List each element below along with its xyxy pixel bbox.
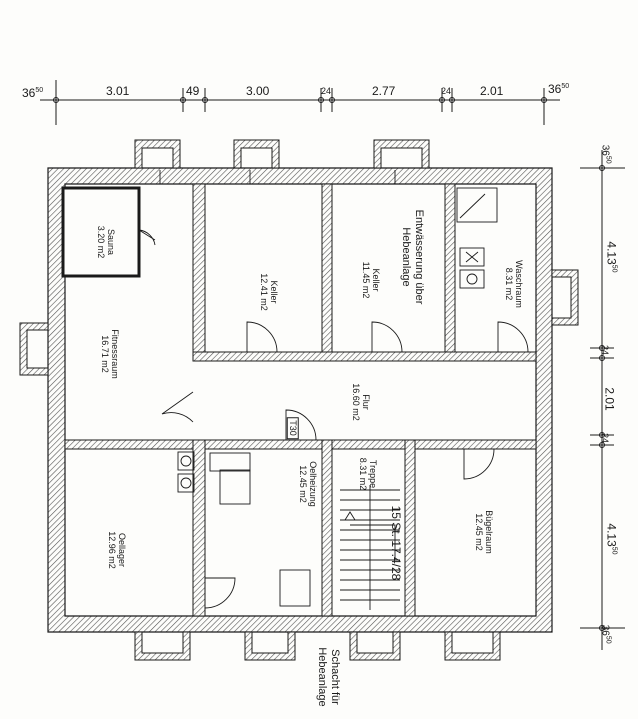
room-name: Keller	[371, 268, 381, 292]
room-label-treppe: Treppe 8.31 m2	[358, 452, 378, 496]
right-dimension-label: 24	[600, 344, 611, 356]
room-name: Keller	[269, 280, 279, 304]
top-dimension-label: 49	[186, 84, 200, 98]
window-wells	[19, 139, 579, 661]
right-dimension-label: 24	[600, 432, 611, 444]
room-name: Fitnessraum	[110, 329, 120, 379]
room-area: 12.41 m2	[259, 273, 269, 311]
door-swings	[138, 170, 529, 609]
boiler-fixtures	[177, 451, 311, 607]
top-dimension-line	[40, 80, 560, 125]
laundry-fixtures	[456, 187, 498, 289]
top-dimension-label: 3650	[22, 86, 44, 100]
room-name: Flur	[361, 394, 371, 410]
room-label-oelheizung: Oelheizung 12.45 m2	[298, 454, 318, 514]
right-dimension-label: 3650	[599, 144, 612, 164]
room-name: Treppe	[368, 459, 378, 489]
right-dimension-label: 2.01	[602, 387, 617, 411]
room-label-sauna: Sauna 3.20 m2	[96, 222, 116, 262]
room-label-buegelraum: Bügelraum 12.45 m2	[474, 504, 494, 560]
room-area: 8.31 m2	[504, 267, 514, 301]
room-name: Sauna	[106, 228, 116, 256]
room-area: 8.31 m2	[358, 457, 368, 491]
room-area: 12.45 m2	[298, 465, 308, 503]
top-dimension-label: 2.77	[372, 84, 396, 98]
right-dimension-label: 4.1350	[604, 241, 619, 273]
top-dimension-label: 3.01	[106, 84, 130, 98]
shaft-note: Schacht für Hebeanlage	[316, 647, 341, 707]
right-dimension-label: 4.1350	[604, 523, 619, 555]
room-label-keller-2: Keller 11.45 m2	[361, 255, 381, 305]
right-dimension-line	[580, 150, 625, 650]
room-area: 16.60 m2	[351, 383, 361, 421]
top-dimension-label: 3.00	[246, 84, 270, 98]
room-name: Oelheizung	[308, 461, 318, 507]
room-area: 3.20 m2	[96, 225, 106, 259]
room-area: 12.45 m2	[474, 513, 484, 551]
room-area: 16.71 m2	[100, 335, 110, 373]
stairs-note: 15 St. 17.4/28	[389, 505, 403, 581]
room-name: Bügelraum	[484, 510, 494, 554]
room-name: Oellager	[117, 532, 127, 568]
room-name: Waschraum	[514, 260, 524, 308]
room-label-flur: Flur 16.60 m2	[351, 377, 371, 427]
top-dimension-label: 3650	[548, 82, 570, 96]
fire-door-tag: T30	[286, 417, 299, 439]
top-dimension-label: 2.01	[480, 84, 504, 98]
interior-walls	[61, 183, 537, 617]
staircase	[340, 485, 400, 610]
right-dimension-label: 3650	[599, 624, 612, 644]
room-area: 12.96 m2	[107, 531, 117, 569]
drainage-note: Entwässerung über Hebeanlage	[400, 209, 425, 305]
top-dimension-label: 24	[441, 86, 452, 96]
room-label-keller-1: Keller 12.41 m2	[259, 267, 279, 317]
room-label-fitnessraum: Fitnessraum 16.71 m2	[100, 324, 120, 384]
room-label-waschraum: Waschraum 8.31 m2	[504, 254, 524, 314]
top-dimension-label: 24	[321, 86, 332, 96]
room-area: 11.45 m2	[361, 261, 371, 299]
room-label-oellager: Oellager 12.96 m2	[107, 525, 127, 575]
